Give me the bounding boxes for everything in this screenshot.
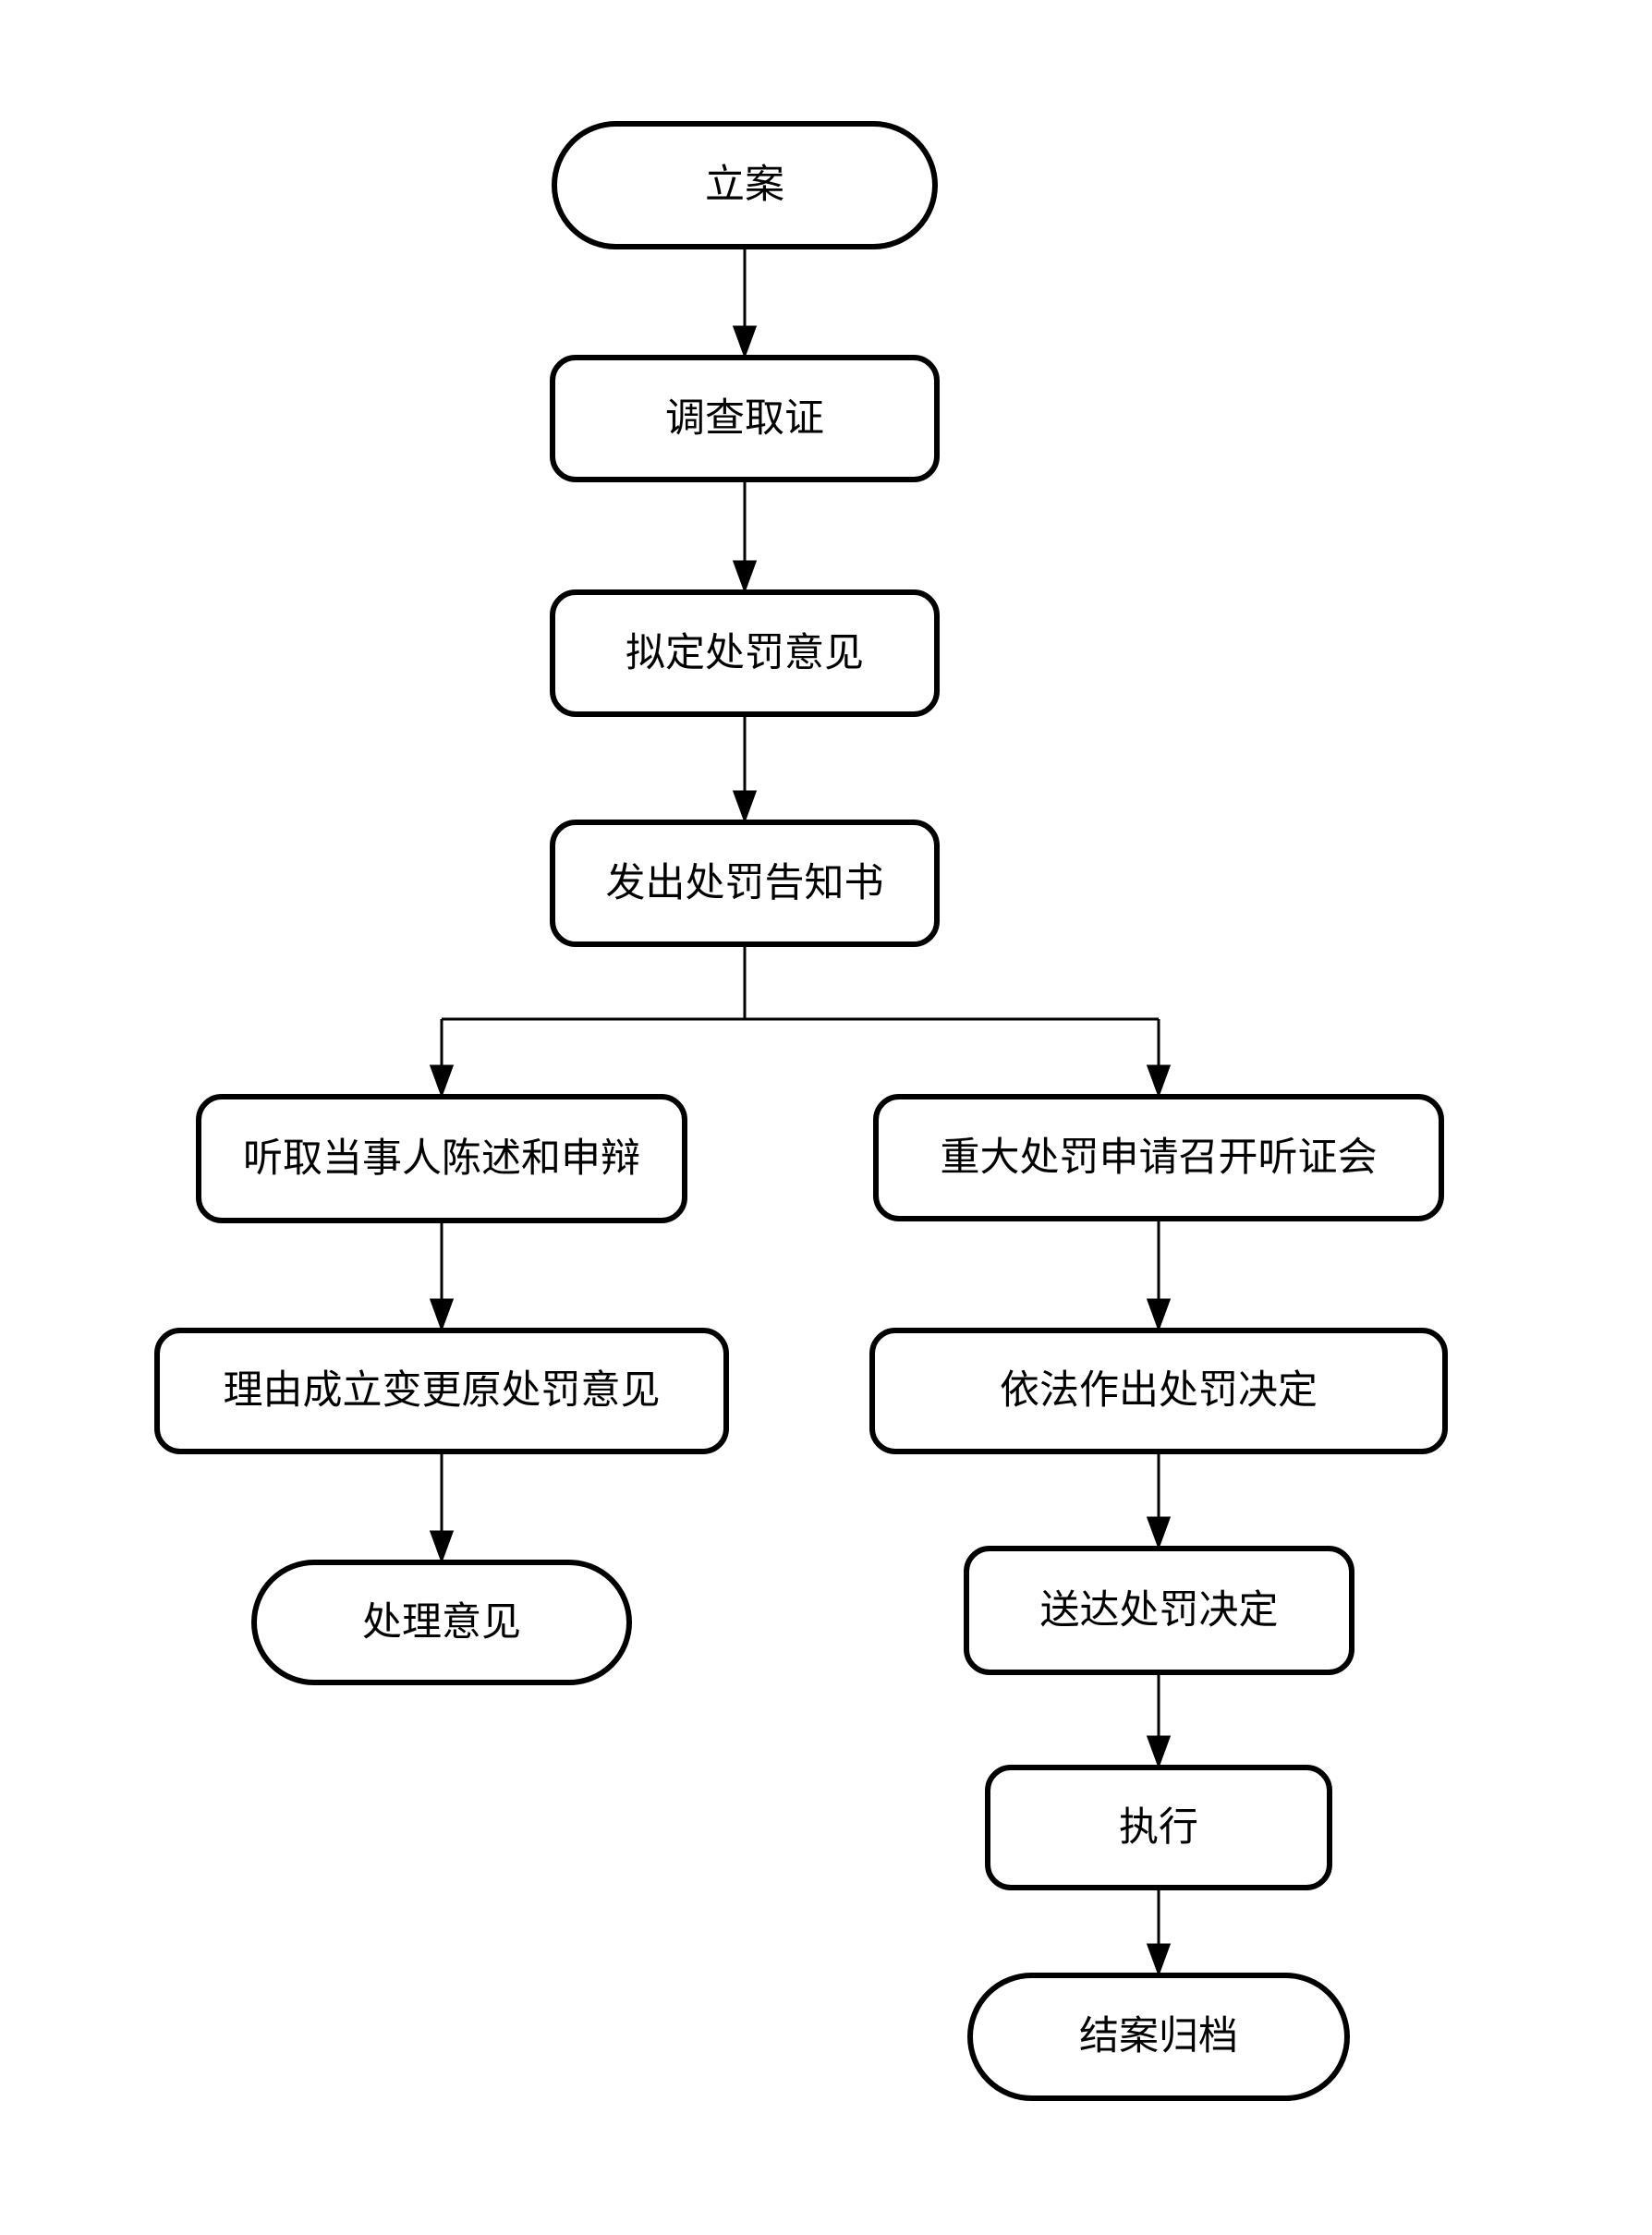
node-label: 依法作出处罚决定: [1000, 1369, 1318, 1413]
arrow-down-icon: [1146, 1516, 1172, 1550]
node-handling-opinion: 处理意见: [251, 1560, 632, 1685]
node-penalty-notification: 发出处罚告知书: [550, 820, 940, 947]
node-investigation: 调查取证: [550, 355, 940, 482]
edge-decide-deliver: [1146, 1454, 1172, 1550]
node-label: 拟定处罚意见: [626, 631, 864, 675]
node-label: 听取当事人陈述和申辩: [243, 1136, 640, 1181]
edge-start-investigate: [732, 249, 758, 359]
arrow-down-icon: [1146, 1735, 1172, 1769]
arrow-down-icon: [1146, 1943, 1172, 1977]
node-label: 送达处罚决定: [1039, 1588, 1279, 1633]
edge-change-opinion: [429, 1454, 455, 1564]
node-label: 理由成立变更原处罚意见: [223, 1369, 661, 1413]
node-label: 结案归档: [1079, 2015, 1238, 2059]
node-execution: 执行: [985, 1765, 1332, 1890]
node-make-penalty-decision: 依法作出处罚决定: [869, 1328, 1448, 1454]
edge-hear-change: [429, 1223, 455, 1332]
node-hear-statement-defense: 听取当事人陈述和申辩: [196, 1094, 687, 1223]
edge-deliver-execute: [1146, 1675, 1172, 1769]
arrow-down-icon: [1146, 1064, 1172, 1099]
arrow-down-icon: [429, 1530, 455, 1564]
node-label: 重大处罚申请召开听证会: [940, 1136, 1378, 1180]
node-draft-penalty-opinion: 拟定处罚意见: [550, 589, 940, 717]
arrow-down-icon: [732, 325, 758, 359]
node-deliver-penalty-decision: 送达处罚决定: [964, 1546, 1354, 1675]
node-label: 执行: [1119, 1805, 1198, 1850]
arrow-down-icon: [429, 1298, 455, 1332]
edge-execute-archive: [1146, 1890, 1172, 1977]
arrow-down-icon: [732, 560, 758, 594]
arrow-down-icon: [732, 790, 758, 824]
node-case-filing: 立案: [552, 121, 938, 249]
edge-hearing-decide: [1146, 1221, 1172, 1332]
edge-notice-branch: [429, 947, 1172, 1099]
node-major-penalty-hearing: 重大处罚申请召开听证会: [873, 1094, 1444, 1221]
node-label: 调查取证: [665, 396, 824, 441]
arrow-down-icon: [429, 1064, 455, 1099]
node-label: 发出处罚告知书: [605, 861, 884, 905]
node-label: 处理意见: [362, 1600, 521, 1645]
edge-investigate-draft: [732, 482, 758, 594]
arrow-down-icon: [1146, 1298, 1172, 1332]
node-case-closure-archive: 结案归档: [967, 1973, 1350, 2101]
edge-draft-notice: [732, 717, 758, 824]
node-label: 立案: [705, 164, 784, 207]
node-revise-original-opinion: 理由成立变更原处罚意见: [154, 1328, 729, 1454]
